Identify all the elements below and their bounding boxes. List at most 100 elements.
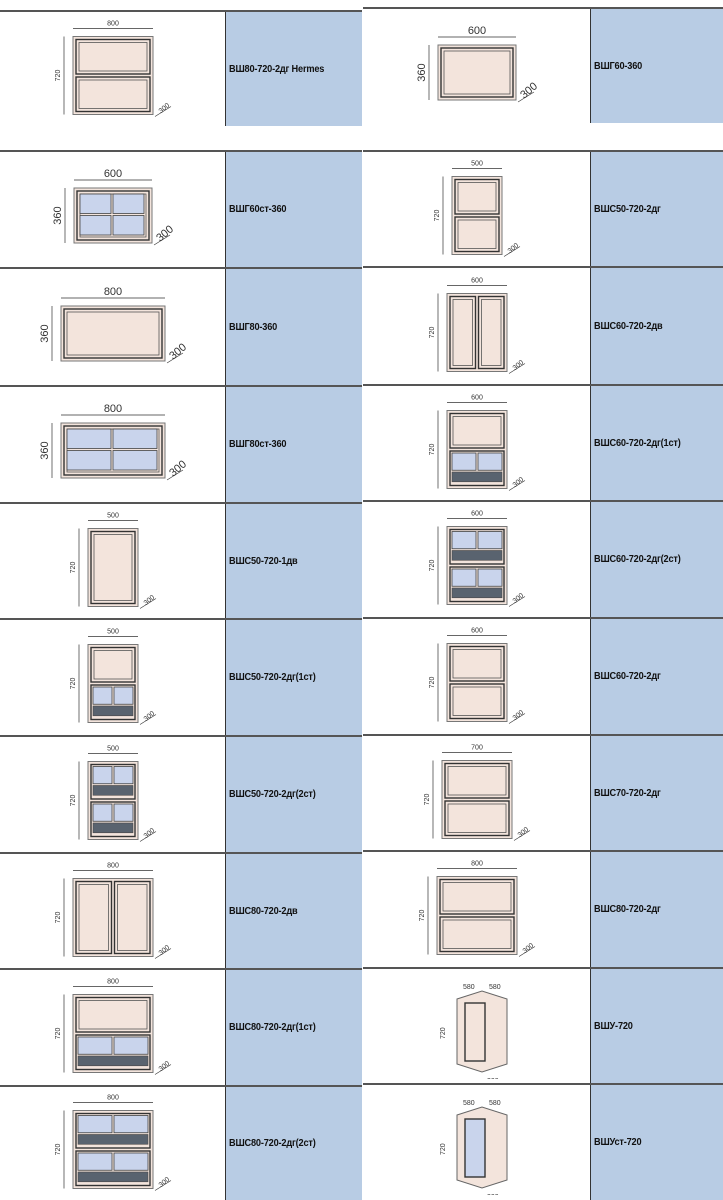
- product-label-cell: ВШС50-720-2дг: [591, 152, 723, 266]
- product-label-cell: ВШУст-720: [591, 1085, 723, 1200]
- door-inner-frame: [78, 41, 147, 71]
- door-inner-frame: [457, 219, 496, 249]
- door-frame: [74, 880, 112, 954]
- door-frame: [74, 75, 151, 112]
- cabinet-body: [72, 877, 153, 957]
- product-code: ВШС50-720-2дг(1ст): [229, 672, 316, 683]
- width-label: 800: [103, 286, 121, 298]
- height-label: 360: [52, 206, 64, 224]
- depth-label: 300: [511, 359, 525, 372]
- door-frame: [62, 425, 163, 476]
- height-label: 720: [55, 69, 62, 81]
- product-code: ВШС70-720-2дг: [594, 787, 661, 799]
- width-label: 800: [107, 20, 119, 27]
- product-code: ВШГ60-360: [594, 60, 643, 72]
- door-inner-frame: [452, 686, 501, 716]
- door-inner-frame: [442, 882, 511, 912]
- width-label: 800: [103, 403, 121, 415]
- door-frame: [443, 762, 510, 799]
- depth-dimension-line: [139, 714, 156, 725]
- cabinet-body: [87, 527, 138, 607]
- product-code: ВШГ80ст-360: [229, 439, 287, 450]
- door-inner-frame: [480, 298, 501, 366]
- door-frame: [62, 307, 163, 359]
- height-label: 720: [440, 1143, 447, 1155]
- product-label-cell: ВШС60-720-2дг(1ст): [591, 386, 723, 500]
- height-label: 720: [429, 677, 436, 689]
- cabinet-body: [451, 175, 502, 255]
- door-frame: [89, 763, 136, 800]
- cabinet-body: [436, 876, 517, 955]
- depth-label: 300: [154, 223, 176, 244]
- depth-dimension-line: [166, 352, 183, 363]
- product-label-cell: ВШ80-720-2дг Hermes: [226, 12, 362, 126]
- door-inner-frame: [442, 919, 511, 949]
- width-label: 580: [463, 1100, 475, 1107]
- product-label-cell: ВШС50-720-2дг(2ст): [226, 737, 362, 852]
- product-label-cell: ВШГ60ст-360: [226, 152, 362, 267]
- glass-pane: [477, 568, 502, 587]
- door-frame: [477, 295, 505, 369]
- product-image-cell: 800 720 300: [0, 12, 226, 126]
- product-label-cell: ВШС80-720-2дг(2ст): [226, 1087, 362, 1200]
- dish-rack: [92, 785, 133, 796]
- glass-pane: [113, 686, 133, 705]
- door-frame: [438, 878, 515, 915]
- depth-dimension-line: [508, 479, 525, 491]
- glass-pane: [77, 1115, 112, 1134]
- depth-label: 300: [487, 1194, 499, 1195]
- dish-rack: [77, 1171, 148, 1183]
- depth-label: 300: [157, 102, 171, 115]
- product-label-cell: ВШС50-720-2дг(1ст): [226, 620, 362, 735]
- product-code: ВШС80-720-2дг: [594, 904, 661, 915]
- product-code: ВШС60-720-2дг(1ст): [594, 437, 681, 449]
- product-code: ВШС80-720-2дг(2ст): [229, 1138, 316, 1149]
- depth-label: 300: [142, 594, 156, 607]
- door-frame: [439, 46, 514, 98]
- door-frame: [448, 683, 505, 720]
- door-frame: [74, 1112, 151, 1149]
- glass-pane: [451, 568, 476, 587]
- product-label-cell: ВШС80-720-2дг: [591, 852, 723, 967]
- width-label: 600: [471, 511, 483, 518]
- depth-dimension-line: [166, 469, 183, 481]
- product-label-cell: ВШГ60-360: [591, 9, 723, 123]
- product-code: ВШС50-720-1дв: [229, 555, 298, 567]
- width-label: 800: [471, 861, 483, 868]
- product-code: ВШС60-720-2дг(2ст): [594, 554, 681, 565]
- height-label: 720: [55, 1028, 62, 1040]
- door-inner-frame: [452, 298, 473, 366]
- product-image-cell: 580 580 720 300: [363, 1085, 591, 1200]
- glass-pane: [113, 1036, 148, 1055]
- depth-dimension-line: [154, 1180, 171, 1191]
- width-label: 800: [107, 862, 119, 869]
- width-label: 500: [107, 629, 119, 636]
- height-label: 360: [39, 324, 51, 342]
- depth-label: 300: [511, 592, 525, 605]
- depth-label: 300: [157, 944, 171, 957]
- corner-door: [463, 1001, 486, 1062]
- door-frame: [448, 295, 476, 369]
- door-frame: [89, 684, 136, 721]
- glass-pane: [92, 686, 112, 705]
- product-code: ВШУ-720: [594, 1020, 633, 1032]
- width2-label: 580: [489, 1100, 501, 1107]
- height-label: 360: [39, 441, 51, 459]
- door-frame: [74, 38, 151, 75]
- dish-rack: [77, 1134, 148, 1145]
- cabinet-body: [72, 35, 153, 115]
- door-inner-frame: [447, 765, 506, 795]
